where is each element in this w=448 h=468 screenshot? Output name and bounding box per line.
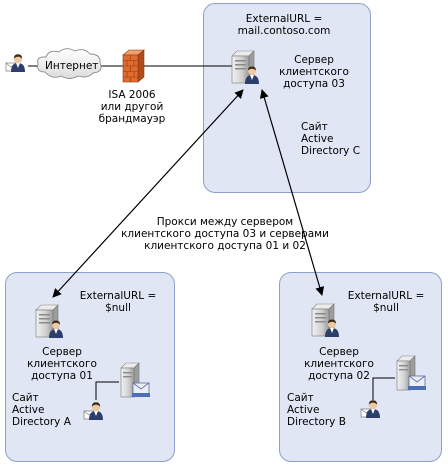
site-c-label: Сайт Active Directory C <box>301 121 361 157</box>
site-a-user-connector <box>95 381 119 400</box>
site-box-a <box>5 272 175 462</box>
site-a-mailbox-server-icon <box>120 362 151 398</box>
site-a-user-icon <box>83 401 104 421</box>
cas01-label: Сервер клиентского доступа 01 <box>27 346 97 382</box>
internet-user-icon <box>5 53 26 73</box>
cloud-icon <box>37 48 102 79</box>
site-c-externalurl-label: ExternalURL = <box>245 13 323 25</box>
cas03-label: Сервер клиентского доступа 03 <box>279 54 349 90</box>
firewall-icon <box>122 49 145 83</box>
site-b-mailbox-server-icon <box>396 355 427 391</box>
cas03-server-icon <box>231 50 260 85</box>
cas02-server-icon <box>311 303 340 338</box>
site-b-user-connector <box>372 377 395 400</box>
proxy-note: Прокси между сервером клиентского доступ… <box>121 216 329 252</box>
site-a-externalurl-label: ExternalURL = <box>79 290 157 302</box>
proxy-arrow-cas03-cas01 <box>52 89 244 298</box>
cas02-label: Сервер клиентского доступа 02 <box>304 346 374 382</box>
firewall-label: ISA 2006 или другой брандмауэр <box>98 89 166 125</box>
site-b-label: Сайт Active Directory B <box>287 392 346 428</box>
site-b-user-icon <box>360 399 381 419</box>
site-b-externalurl-label: ExternalURL = <box>347 290 425 302</box>
site-b-externalurl-value: $null <box>373 302 399 314</box>
site-c-externalurl-value: mail.contoso.com <box>237 25 331 37</box>
internet-label: Интернет <box>45 60 99 72</box>
cas01-server-icon <box>35 304 64 339</box>
site-a-externalurl-value: $null <box>105 302 131 314</box>
proxy-arrow-cas03-cas02 <box>259 89 325 296</box>
site-a-label: Сайт Active Directory A <box>12 392 71 428</box>
